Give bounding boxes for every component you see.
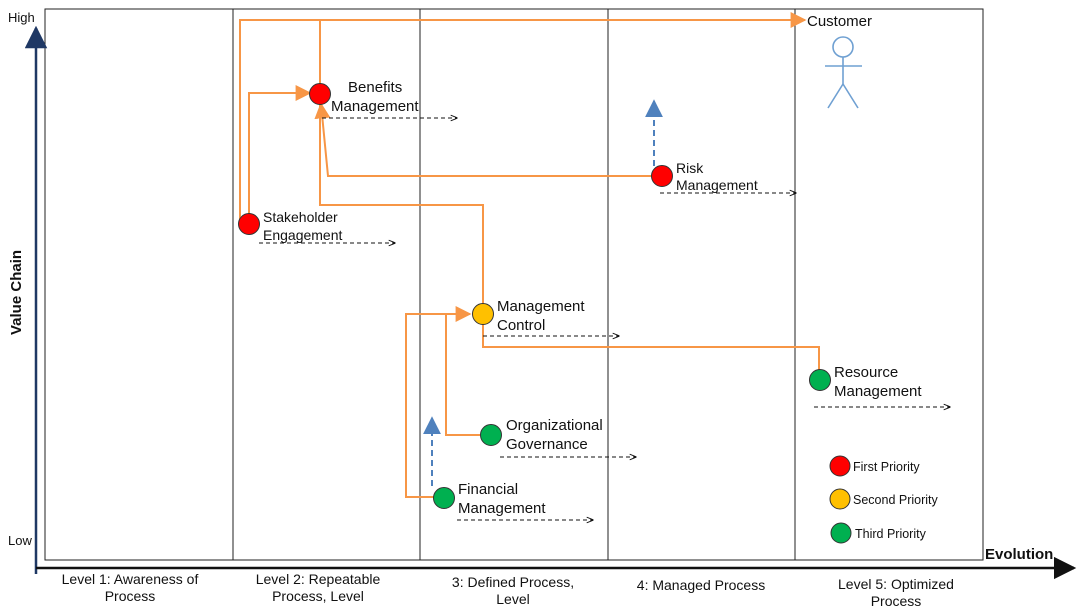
- evolution-hints: [423, 99, 663, 486]
- stakeholder-label: Stakeholder: [263, 209, 338, 225]
- node-risk-management[interactable]: Risk Management: [651, 160, 758, 193]
- legend-third-dot: [830, 522, 852, 544]
- connector-stakeholder-to-benefits: [248, 85, 312, 224]
- y-low-label: Low: [8, 533, 32, 548]
- legend-second-label: Second Priority: [853, 493, 939, 507]
- level-1-label: Level 1: Awareness of: [62, 571, 199, 587]
- legend-second-dot: [829, 488, 851, 510]
- governance-label-cont: Governance: [506, 436, 588, 453]
- level-4-label: 4: Managed Process: [637, 577, 765, 593]
- connector-benefits-to-control: [319, 104, 484, 304]
- level-3-label-cont: Level: [496, 591, 529, 607]
- resource-label-cont: Management: [834, 383, 922, 400]
- stick-figure-icon: [825, 36, 862, 109]
- x-axis-title: Evolution: [985, 546, 1053, 563]
- third-priority-dot: [480, 424, 502, 446]
- financial-label: Financial: [458, 481, 518, 498]
- node-stakeholder-engagement[interactable]: Stakeholder Engagement: [238, 209, 343, 243]
- node-resource-management[interactable]: Resource Management: [809, 364, 923, 400]
- maturity-arrows: [259, 118, 950, 520]
- level-5-label: Level 5: Optimized: [838, 576, 954, 592]
- connector-governance-to-control: [445, 314, 480, 436]
- benefits-label-cont: Management: [331, 98, 419, 115]
- priority-legend: First Priority Second Priority Third Pri…: [829, 455, 939, 544]
- financial-label-cont: Management: [458, 500, 546, 517]
- node-financial-management[interactable]: Financial Management: [433, 481, 547, 517]
- node-organizational-governance[interactable]: Organizational Governance: [480, 417, 603, 453]
- legend-first-dot: [829, 455, 851, 477]
- second-priority-dot: [472, 303, 494, 325]
- control-label-cont: Control: [497, 317, 545, 334]
- level-1-label-cont: Process: [105, 588, 156, 604]
- first-priority-dot: [309, 83, 331, 105]
- third-priority-dot: [809, 369, 831, 391]
- control-label: Management: [497, 298, 585, 315]
- connector-stakeholder-to-customer: [239, 12, 807, 224]
- governance-label: Organizational: [506, 417, 603, 434]
- connector-risk-to-benefits: [314, 102, 654, 177]
- stakeholder-label-cont: Engagement: [263, 227, 343, 243]
- y-high-label: High: [8, 10, 35, 25]
- resource-label: Resource: [834, 364, 898, 381]
- customer-label: Customer: [807, 13, 872, 30]
- risk-label: Risk: [676, 160, 704, 176]
- level-2-label: Level 2: Repeatable: [256, 571, 381, 587]
- benefits-label: Benefits: [348, 79, 402, 96]
- level-3-label: 3: Defined Process,: [452, 574, 574, 590]
- level-labels: Level 1: Awareness of Process Level 2: R…: [62, 571, 954, 609]
- legend-first-label: First Priority: [853, 460, 920, 474]
- y-axis-title: Value Chain: [8, 250, 25, 335]
- legend-third-label: Third Priority: [855, 527, 927, 541]
- level-grid: [44, 8, 984, 561]
- customer-actor: Customer: [807, 13, 872, 109]
- first-priority-dot: [651, 165, 673, 187]
- node-management-control[interactable]: Management Control: [472, 298, 586, 334]
- connector-financial-to-control: [405, 306, 472, 498]
- first-priority-dot: [238, 213, 260, 235]
- level-5-label-cont: Process: [871, 593, 922, 609]
- level-2-label-cont: Process, Level: [272, 588, 364, 604]
- node-benefits-management[interactable]: Benefits Management: [309, 79, 420, 115]
- third-priority-dot: [433, 487, 455, 509]
- risk-label-cont: Management: [676, 177, 758, 193]
